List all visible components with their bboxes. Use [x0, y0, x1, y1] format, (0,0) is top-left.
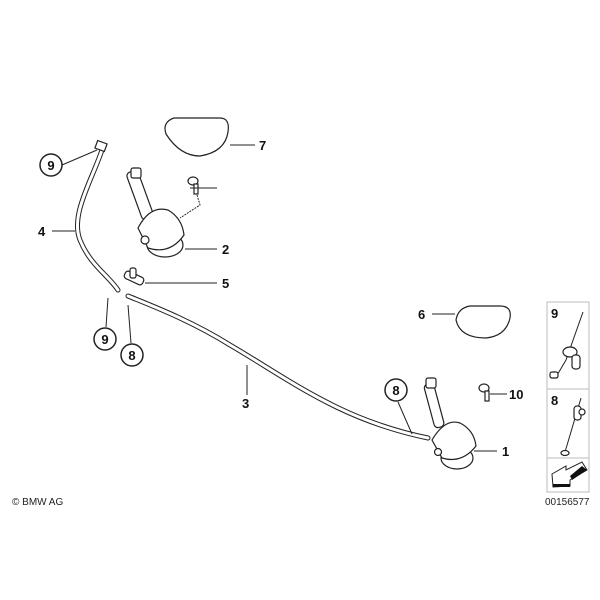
nozzle-1: [423, 377, 477, 470]
cover-6: [455, 305, 511, 339]
diagram-number: 00156577: [545, 497, 590, 508]
callout-4: 4: [38, 224, 46, 239]
detail-9-label: 9: [551, 306, 558, 321]
callout-10: 10: [509, 387, 523, 402]
screw: [179, 176, 201, 219]
hose-3: [125, 293, 431, 441]
callout-9: 9: [93, 327, 117, 351]
cover-7: [164, 117, 229, 157]
nozzle-2: [126, 167, 185, 258]
callout-7: 7: [259, 138, 266, 153]
copyright: © BMW AG: [12, 497, 63, 508]
connector-5: [123, 267, 145, 286]
svg-text:9: 9: [47, 158, 54, 173]
callout-8: 8: [120, 343, 144, 367]
direction-arrow-icon: [551, 461, 588, 488]
svg-text:8: 8: [128, 348, 135, 363]
callout-1: 1: [502, 444, 509, 459]
callout-2: 2: [222, 242, 229, 257]
callout-5: 5: [222, 276, 229, 291]
detail-panel: 9 8: [546, 301, 590, 493]
callout-3: 3: [242, 396, 249, 411]
callout-6: 6: [418, 307, 425, 322]
callout-8: 8: [384, 378, 408, 402]
detail-8-label: 8: [551, 393, 558, 408]
detail-8-hose-clip: [560, 397, 586, 457]
detail-9-hose-clip: [549, 311, 584, 379]
screw-10: [478, 383, 490, 402]
callout-9: 9: [39, 153, 63, 177]
hose-4: [74, 139, 121, 293]
svg-text:8: 8: [392, 383, 399, 398]
svg-text:9: 9: [101, 332, 108, 347]
leader-lines: [52, 144, 507, 452]
